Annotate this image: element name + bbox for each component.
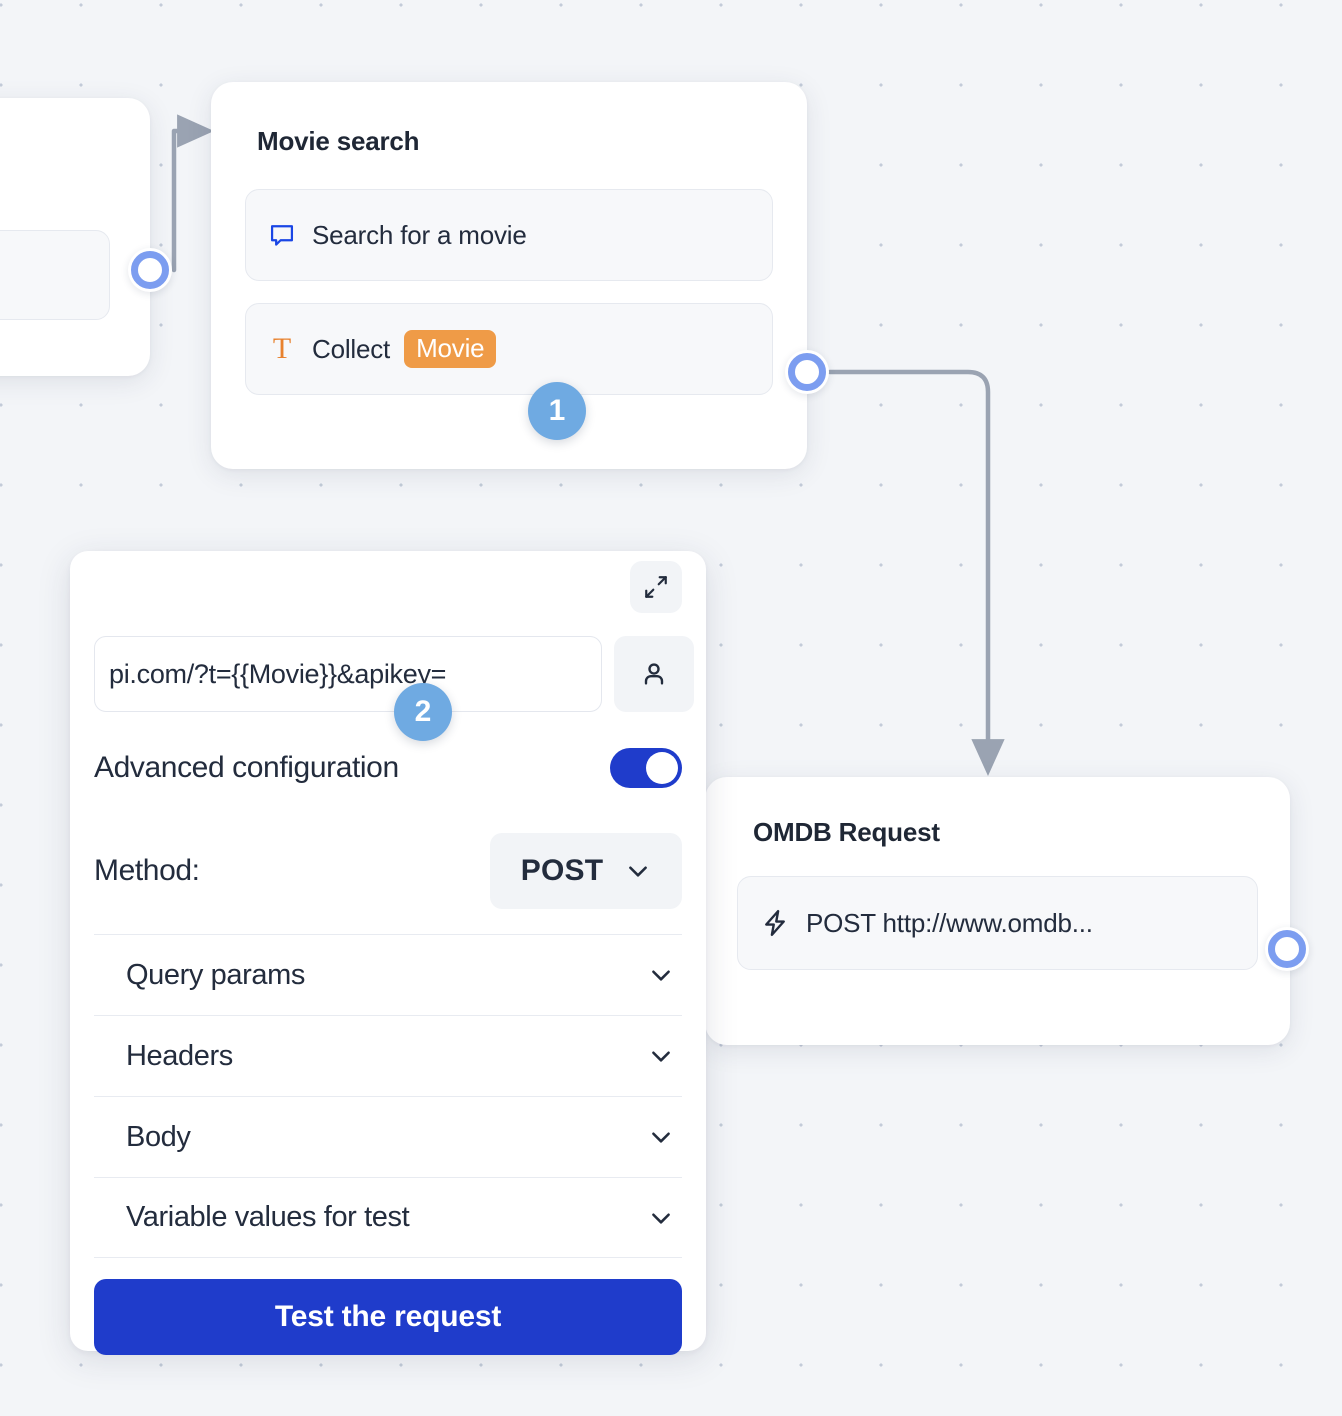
accordion-item-body[interactable]: Body xyxy=(94,1096,682,1177)
edge-previous-to-movie-search xyxy=(171,114,215,273)
request-accordion: Query params Headers Body Variable value… xyxy=(94,934,682,1258)
node-previous-partial[interactable] xyxy=(0,98,150,376)
omdb-request-output-port[interactable] xyxy=(1265,927,1309,971)
accordion-label-headers: Headers xyxy=(126,1039,233,1072)
node-omdb-request[interactable]: OMDB Request POST http://www.omdb... xyxy=(705,777,1290,1045)
method-selected-value: POST xyxy=(520,854,604,887)
text-t-icon: T xyxy=(272,332,292,365)
node-row-omdb-post[interactable]: POST http://www.omdb... xyxy=(737,876,1258,970)
toggle-knob xyxy=(646,752,678,784)
edge-movie-search-to-omdb xyxy=(827,369,1005,777)
request-config-panel[interactable]: Advanced configuration Method: POST Quer… xyxy=(70,551,706,1355)
node-omdb-title: OMDB Request xyxy=(753,817,940,847)
node-row-search-label: Search for a movie xyxy=(312,219,527,250)
accordion-label-query-params: Query params xyxy=(126,958,305,991)
advanced-configuration-label: Advanced configuration xyxy=(94,751,399,784)
accordion-item-variable-values[interactable]: Variable values for test xyxy=(94,1177,682,1258)
method-row: Method: POST xyxy=(94,833,682,909)
node-row-omdb-label: POST http://www.omdb... xyxy=(806,907,1093,938)
expand-panel-button[interactable] xyxy=(630,561,682,613)
url-row[interactable] xyxy=(94,636,694,712)
advanced-configuration-row[interactable]: Advanced configuration xyxy=(94,741,682,795)
node-row-search-for-a-movie[interactable]: Search for a movie xyxy=(245,189,773,281)
step-badge-1: 1 xyxy=(528,382,586,440)
chevron-down-icon[interactable] xyxy=(648,1124,674,1150)
request-url-input[interactable] xyxy=(94,636,602,712)
url-variable-person-button[interactable] xyxy=(614,636,694,712)
node-previous-row[interactable] xyxy=(0,230,110,320)
variable-chip-movie[interactable]: Movie xyxy=(404,329,497,369)
advanced-configuration-toggle[interactable] xyxy=(610,748,682,788)
node-movie-search[interactable]: Movie search Search for a movie T Collec… xyxy=(211,82,807,469)
node-movie-search-title: Movie search xyxy=(257,126,420,156)
lightning-bolt-icon xyxy=(765,909,785,937)
test-the-request-button[interactable]: Test the request xyxy=(94,1279,682,1355)
method-label: Method: xyxy=(94,854,200,887)
node-row-collect-movie[interactable]: T Collect Movie xyxy=(245,303,773,395)
person-icon xyxy=(644,663,664,685)
chevron-down-icon xyxy=(629,866,648,877)
movie-search-output-port[interactable] xyxy=(785,350,829,394)
chat-bubble-icon xyxy=(270,225,294,246)
accordion-label-body: Body xyxy=(126,1120,191,1153)
chevron-down-icon[interactable] xyxy=(648,1205,674,1231)
chevron-down-icon[interactable] xyxy=(648,962,674,988)
node-row-collect-label: Collect xyxy=(312,333,391,364)
previous-node-output-port[interactable] xyxy=(128,248,172,292)
step-badge-2: 2 xyxy=(394,683,452,741)
chevron-down-icon[interactable] xyxy=(648,1043,674,1069)
expand-diagonal-icon xyxy=(645,576,667,598)
method-select[interactable]: POST xyxy=(490,833,682,909)
accordion-item-headers[interactable]: Headers xyxy=(94,1015,682,1096)
accordion-item-query-params[interactable]: Query params xyxy=(94,934,682,1015)
accordion-label-variable-values: Variable values for test xyxy=(126,1201,410,1233)
